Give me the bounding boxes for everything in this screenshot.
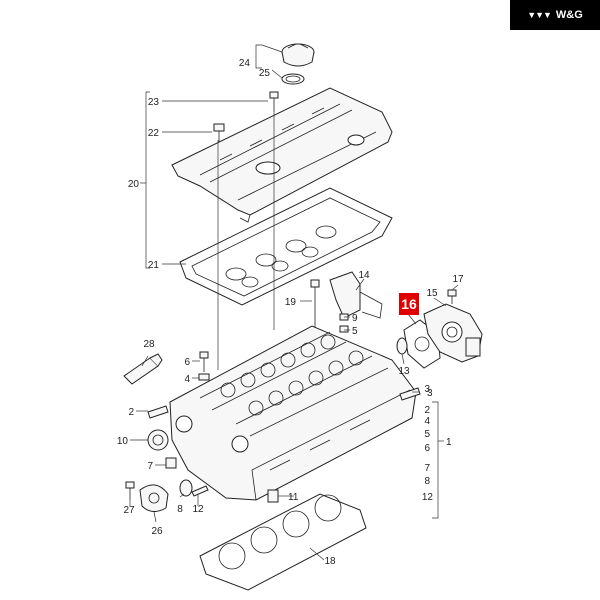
- callout-6-right: 6: [424, 443, 430, 454]
- callout-13: 13: [398, 366, 410, 377]
- callout-6-left: 6: [184, 357, 190, 368]
- callout-2-left: 2: [128, 407, 134, 418]
- seal-10: [147, 429, 169, 451]
- callout-3-right: 3: [424, 384, 430, 395]
- callout-21: 21: [148, 260, 160, 271]
- highlight-label: 16: [401, 296, 417, 312]
- bolt-6-left: [199, 351, 209, 372]
- seal-8-left: [179, 479, 193, 497]
- bolt-19: [310, 279, 320, 330]
- nut-4-left: [198, 373, 210, 381]
- callout-27: 27: [123, 505, 135, 516]
- callout-7-left: 7: [147, 461, 153, 472]
- bracket-14: [329, 271, 383, 319]
- callout-24: 24: [239, 58, 251, 69]
- callout-23: 23: [148, 97, 160, 108]
- callout-11: 11: [288, 492, 299, 503]
- callout-3-left: 3: [427, 388, 433, 399]
- callout-19: 19: [285, 297, 297, 308]
- callout-2-right: 2: [424, 405, 430, 416]
- callout-15: 15: [426, 288, 438, 299]
- callout-8-right: 8: [424, 476, 430, 487]
- callout-4-right: 4: [424, 416, 430, 427]
- callout-8-left: 8: [177, 504, 183, 515]
- stud-2-left: [147, 405, 169, 419]
- oil-filler-cap: [281, 43, 315, 67]
- callout-17: 17: [452, 274, 464, 285]
- brand-logo-icon: ▼▼▼: [527, 10, 552, 20]
- cover-26: [139, 484, 169, 512]
- brand-name: W&G: [555, 9, 583, 21]
- bolt-12-left: [191, 485, 209, 497]
- brand-badge: ▼▼▼ W&G: [510, 0, 600, 30]
- seal-13: [396, 337, 408, 355]
- callout-18: 18: [324, 556, 336, 567]
- sealant-tube: [123, 353, 163, 385]
- bolt-17: [447, 289, 457, 304]
- callout-26: 26: [151, 526, 163, 537]
- callout-9: 9: [352, 313, 358, 324]
- callout-12-left: 12: [192, 504, 204, 515]
- vacuum-pump: [423, 303, 483, 363]
- callout-22: 22: [148, 128, 160, 139]
- callout-10: 10: [117, 436, 129, 447]
- bolt-27: [125, 481, 135, 500]
- highlight-badge-16: 16: [399, 293, 419, 315]
- callout-25: 25: [259, 68, 271, 79]
- bolt-23: [269, 91, 279, 112]
- plug-7-left: [165, 457, 177, 469]
- valve-cover-gasket: [179, 187, 393, 306]
- callout-20: 20: [128, 179, 140, 190]
- sleeve-11: [267, 489, 279, 503]
- cylinder-head: [169, 325, 417, 501]
- head-gasket: [199, 493, 367, 591]
- callout-5-right: 5: [424, 429, 430, 440]
- callout-5: 5: [352, 326, 358, 337]
- callout-labels: 24 25 23 22 20 21 14 19 9 5 17 15 13 28 …: [117, 58, 464, 567]
- callout-12-right: 12: [422, 492, 434, 503]
- stud-3-right: [399, 387, 421, 401]
- callout-28: 28: [143, 339, 155, 350]
- callout-4-left: 4: [184, 374, 190, 385]
- callout-14: 14: [358, 270, 370, 281]
- leader-lines: [129, 44, 459, 561]
- cap-seal-ring: [281, 73, 305, 85]
- bolt-5: [339, 325, 349, 333]
- callout-1: 1: [446, 437, 452, 448]
- callout-7-right: 7: [424, 463, 430, 474]
